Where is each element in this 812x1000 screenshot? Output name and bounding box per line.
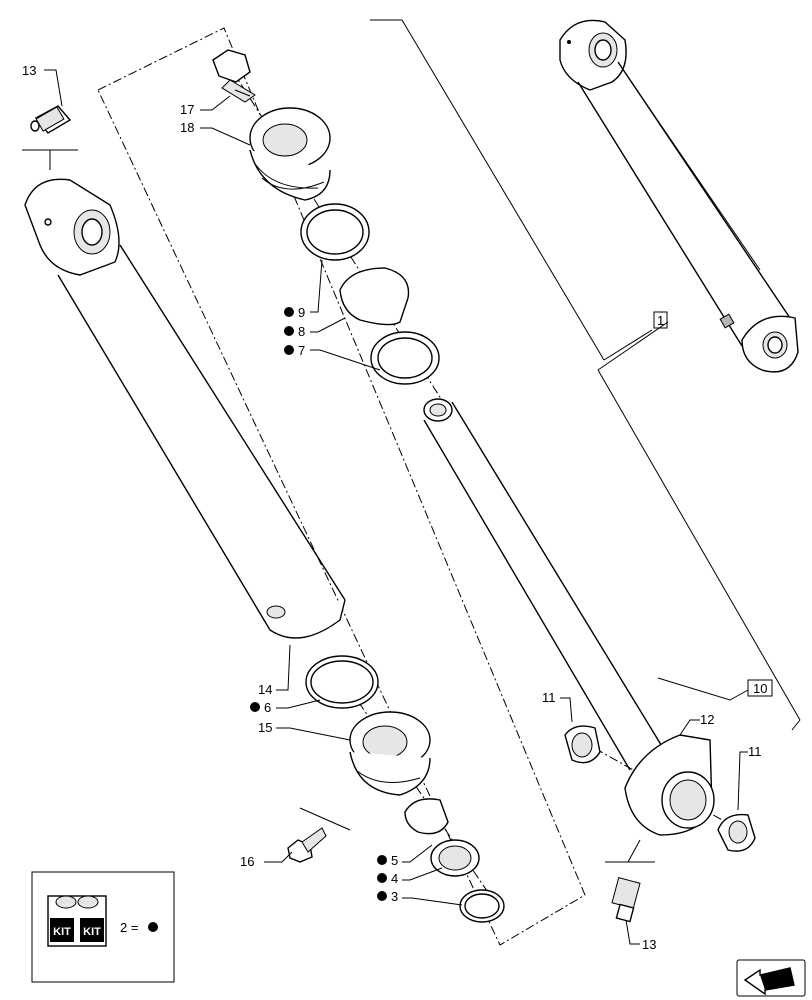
kit-legend-bullet-icon xyxy=(148,922,158,932)
assembled-cylinder-illustration xyxy=(559,19,799,373)
kit-bullet-6 xyxy=(250,702,260,712)
callout-17: 17 xyxy=(180,102,194,117)
kit-legend-label: 2 = xyxy=(120,920,138,935)
kit-label-right: KIT xyxy=(83,926,101,938)
callout-3: 3 xyxy=(391,889,398,904)
kit-bullet-7 xyxy=(284,345,294,355)
barrel-tube xyxy=(24,178,346,639)
seals-lower xyxy=(404,798,505,923)
callout-11-right: 11 xyxy=(748,744,762,759)
kit-label-left: KIT xyxy=(53,926,71,938)
callout-14: 14 xyxy=(258,682,272,697)
kit-bullet-3 xyxy=(377,891,387,901)
callout-8: 8 xyxy=(298,324,305,339)
callout-9: 9 xyxy=(298,305,305,320)
callout-16: 16 xyxy=(240,854,254,869)
o-ring-6 xyxy=(305,655,379,709)
callout-7: 7 xyxy=(298,343,305,358)
gland-15 xyxy=(299,711,431,831)
callout-5: 5 xyxy=(391,853,398,868)
callout-6: 6 xyxy=(264,700,271,715)
callout-13-top: 13 xyxy=(22,63,36,78)
nav-arrow-box[interactable] xyxy=(736,959,806,997)
callout-13-bottom: 13 xyxy=(642,937,656,952)
callout-4: 4 xyxy=(391,871,398,886)
callout-11-left: 11 xyxy=(542,690,556,705)
piston-rod xyxy=(423,398,664,771)
kit-bullet-9 xyxy=(284,307,294,317)
kit-bullet-8 xyxy=(284,326,294,336)
piston-18 xyxy=(249,107,331,201)
callout-12: 12 xyxy=(700,712,714,727)
grease-fitting-top xyxy=(22,105,78,170)
leader-lines xyxy=(44,69,749,945)
rod-eye-12 xyxy=(605,734,715,863)
callout-labels: 13 17 18 9 8 7 1 14 6 15 16 5 4 3 11 12 … xyxy=(22,63,773,952)
callout-1: 1 xyxy=(657,313,664,328)
kit-legend-box: KIT KIT 2 = xyxy=(31,871,175,983)
kit-bullet-5 xyxy=(377,855,387,865)
callout-10: 10 xyxy=(753,681,767,696)
bushings-11 xyxy=(564,725,756,852)
kit-bullet-4 xyxy=(377,873,387,883)
grease-fitting-bottom xyxy=(611,876,641,923)
seal-rings-upper xyxy=(300,203,440,385)
callout-18: 18 xyxy=(180,120,194,135)
bolt-16 xyxy=(287,827,327,863)
bolt-17 xyxy=(212,49,256,103)
assembly-bracket-lines xyxy=(370,19,801,731)
callout-15: 15 xyxy=(258,720,272,735)
